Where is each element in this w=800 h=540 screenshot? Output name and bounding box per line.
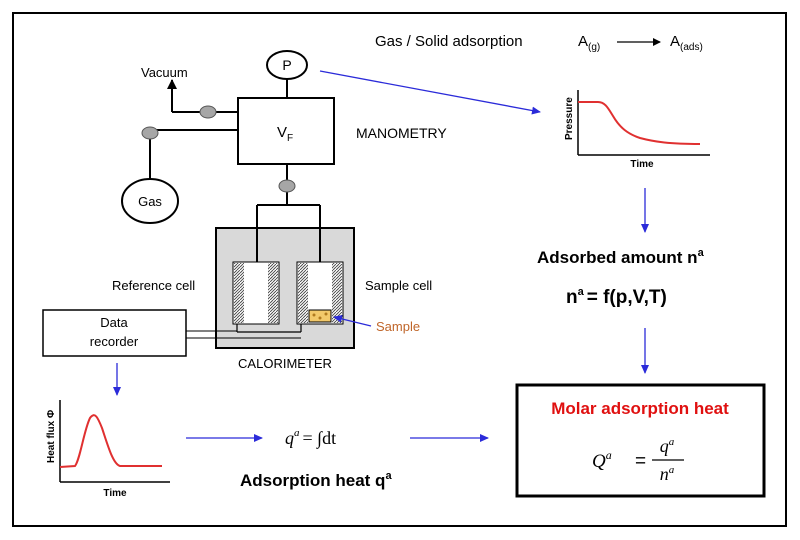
adsorbed-amount-equation: na= f(p,V,T) [566,286,667,308]
gas-valve[interactable] [141,126,159,140]
sample-label: Sample [376,319,420,334]
pressure-plot: Pressure Time [564,90,710,170]
molar-heat-title: Molar adsorption heat [551,399,729,418]
reference-cell-label: Reference cell [112,278,195,293]
data-recorder-box [42,309,187,357]
calorimeter-label: CALORIMETER [238,356,332,371]
vacuum-label: Vacuum [141,65,188,80]
reference-cell [232,261,280,325]
reactant-label: A(g) [578,33,600,53]
molar-heat-lhs: Qa [592,448,612,472]
heat-flux-axis-label: Heat flux Φ [46,410,57,463]
adsorbed-amount-title: Adsorbed amount na [537,247,705,267]
heat-equation: qa= ∫dt [285,427,336,449]
gas-label: Gas [138,194,162,209]
molar-heat-denominator: na [660,464,675,484]
molar-heat-box [515,383,766,498]
calorimeter-valve[interactable] [278,179,296,193]
outer-frame [12,12,787,527]
gauge-to-plot-arrow [319,70,541,115]
heat-time-label: Time [103,488,127,499]
data-recorder-label-line1: Data [100,315,128,330]
pressure-gauge [266,50,308,80]
volume-label: VF [277,124,293,144]
heat-flux-plot: Heat flux Φ Time [46,400,170,499]
pressure-gauge-label: P [282,57,291,73]
manometry-label: MANOMETRY [356,125,447,141]
vacuum-valve[interactable] [199,105,217,119]
adsorption-heat-title: Adsorption heat qa [240,470,392,490]
sample-powder [308,309,332,323]
process-label: Gas / Solid adsorption [375,33,523,50]
molar-heat-equals: = [635,451,646,472]
volume-vessel [237,97,335,165]
molar-heat-numerator: qa [660,436,675,456]
sample-cell [296,261,344,325]
sample-cell-label: Sample cell [365,278,432,293]
pressure-curve [578,101,701,145]
heat-flux-curve [59,414,162,468]
sample-pointer [333,315,372,327]
pressure-time-label: Time [630,159,654,170]
gas-reservoir [121,178,179,224]
product-label: A(ads) [670,33,703,53]
data-recorder-label-line2: recorder [90,334,139,349]
pressure-axis-label: Pressure [564,97,575,140]
